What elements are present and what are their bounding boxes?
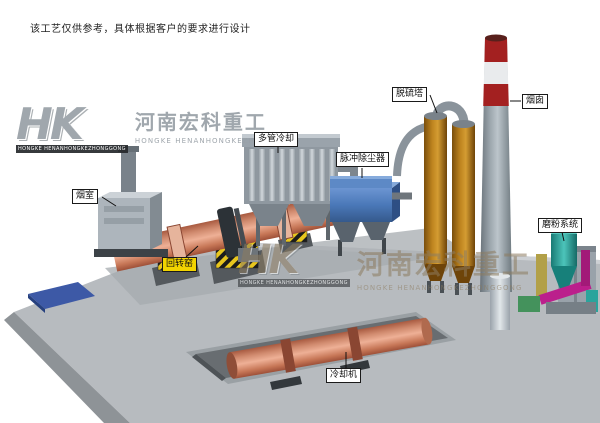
chimney [480, 34, 512, 292]
cooling-machine-support [270, 376, 302, 390]
label-pulse-dust-collector: 脉冲除尘器 [336, 152, 390, 167]
grinding-silo [490, 276, 510, 330]
label-desulfurization-tower: 脱硫塔 [392, 87, 428, 102]
cooler-tube [328, 149, 336, 201]
dust-hopper [332, 222, 360, 242]
grinding-duct [536, 254, 547, 300]
desulfurization-tower-2 [452, 124, 475, 266]
leader-lines [101, 94, 565, 368]
cooler-tube [258, 149, 266, 201]
label-grinding-system: 磨粉系统 [538, 218, 583, 233]
blue-mat [28, 282, 95, 309]
magenta-riser [581, 250, 590, 286]
label-chimney: 烟囱 [522, 94, 549, 109]
cooler-hopper [292, 202, 334, 226]
kiln-ring-gear [217, 206, 242, 258]
desulfurization-tower-1 [424, 116, 447, 264]
kiln-drive-gearbox [238, 248, 258, 262]
equipment-shadow-band [105, 228, 468, 305]
chimney-white-band [483, 62, 509, 84]
disclaimer-note: 该工艺仅供参考，具体根据客户的要求进行设计 [30, 24, 251, 35]
label-rotary-kiln: 回转窑 [162, 257, 198, 272]
chimney-red-band [483, 84, 509, 106]
label-multi-tube-cooler: 多管冷却 [254, 132, 299, 147]
cooler-tube [278, 149, 286, 201]
multi-tube-cooler [242, 134, 358, 246]
cooler-tube [308, 149, 316, 201]
cooling-machine [226, 317, 433, 390]
cooler-tube [298, 149, 306, 201]
cooler-hopper [248, 202, 290, 226]
cooling-machine-ring [347, 326, 363, 361]
cooling-machine-ring [280, 338, 296, 373]
tower-inlet-pipe [393, 122, 431, 177]
label-cooling-machine: 冷却机 [326, 368, 362, 383]
smoke-stack [121, 150, 136, 202]
chimney-red-band [484, 38, 508, 62]
smoke-chamber [94, 146, 168, 257]
pulse-dust-collector [330, 176, 412, 256]
cooler-tube [288, 149, 296, 201]
grinding-motor [518, 296, 540, 312]
cooler-tube [268, 149, 276, 201]
cooler-tube [318, 149, 326, 201]
magenta-duct [538, 279, 592, 305]
dust-hopper [362, 222, 390, 240]
cooler-tube [248, 149, 256, 201]
desulfurization-towers [393, 101, 475, 295]
label-smoke-chamber: 烟室 [72, 189, 99, 204]
